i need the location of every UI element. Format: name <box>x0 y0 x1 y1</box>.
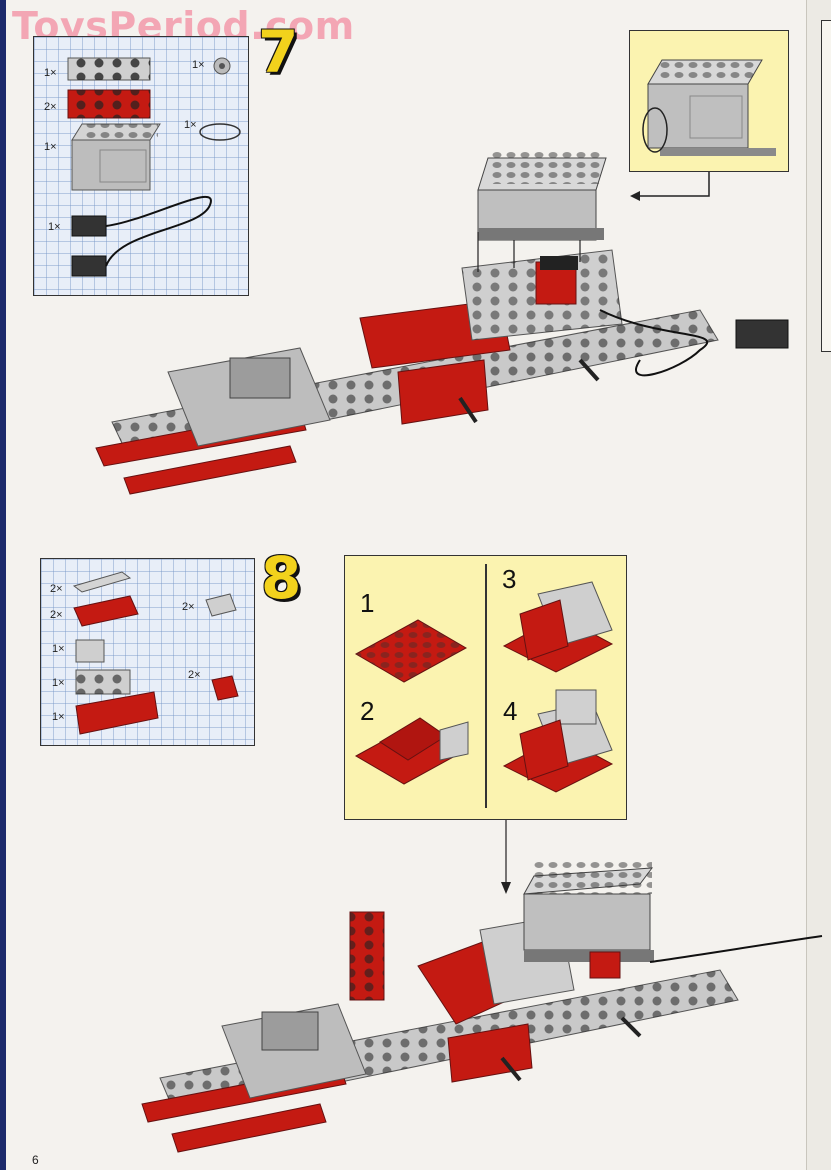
step7-chassis <box>95 249 789 495</box>
step8-qty-6: 1× <box>52 677 65 689</box>
step7-part-bushing <box>213 57 231 75</box>
step8-qty-3: 2× <box>182 601 195 613</box>
step8-qty-2: 2× <box>50 609 63 621</box>
step8-qty-7: 1× <box>52 711 65 723</box>
step8-number: 8 <box>261 544 302 612</box>
step8-parts-thumbs <box>72 571 239 735</box>
step7-part-gray-beam <box>67 57 151 81</box>
step7-qty-5: 1× <box>44 141 57 153</box>
step7-part-battery-wire <box>71 195 212 277</box>
callout-divider <box>485 564 487 808</box>
step7-qty-6: 1× <box>48 221 61 233</box>
substep-3-image <box>502 581 614 673</box>
substep-4-label: 4 <box>503 696 518 726</box>
step7-part-rubber-band <box>199 123 241 141</box>
callout-motor <box>642 59 776 156</box>
substep-3-label: 3 <box>502 564 517 594</box>
step7-qty-4: 1× <box>184 119 197 131</box>
step7-qty-3: 2× <box>44 101 57 113</box>
substep-1-image <box>354 619 468 683</box>
step8-qty-1: 2× <box>50 583 63 595</box>
step7-qty-2: 1× <box>192 59 205 71</box>
substep-2-label: 2 <box>360 696 375 726</box>
next-page-edge <box>806 0 831 1170</box>
step7-motor-drop <box>477 148 607 272</box>
substep-1-label: 1 <box>360 588 375 618</box>
step8-qty-5: 2× <box>188 669 201 681</box>
substep-4-image <box>502 689 614 793</box>
callout-arrow <box>636 172 710 197</box>
step7-part-motor <box>71 123 161 191</box>
step8-qty-4: 1× <box>52 643 65 655</box>
binding-edge <box>0 0 6 1170</box>
step7-qty-1: 1× <box>44 67 57 79</box>
next-page-parts-box <box>821 20 831 352</box>
step7-number: 7 <box>258 18 299 86</box>
page-number: 6 <box>32 1153 39 1167</box>
substep-2-image <box>354 717 469 785</box>
step7-part-red-beams <box>67 89 151 119</box>
step8-model <box>141 862 823 1153</box>
